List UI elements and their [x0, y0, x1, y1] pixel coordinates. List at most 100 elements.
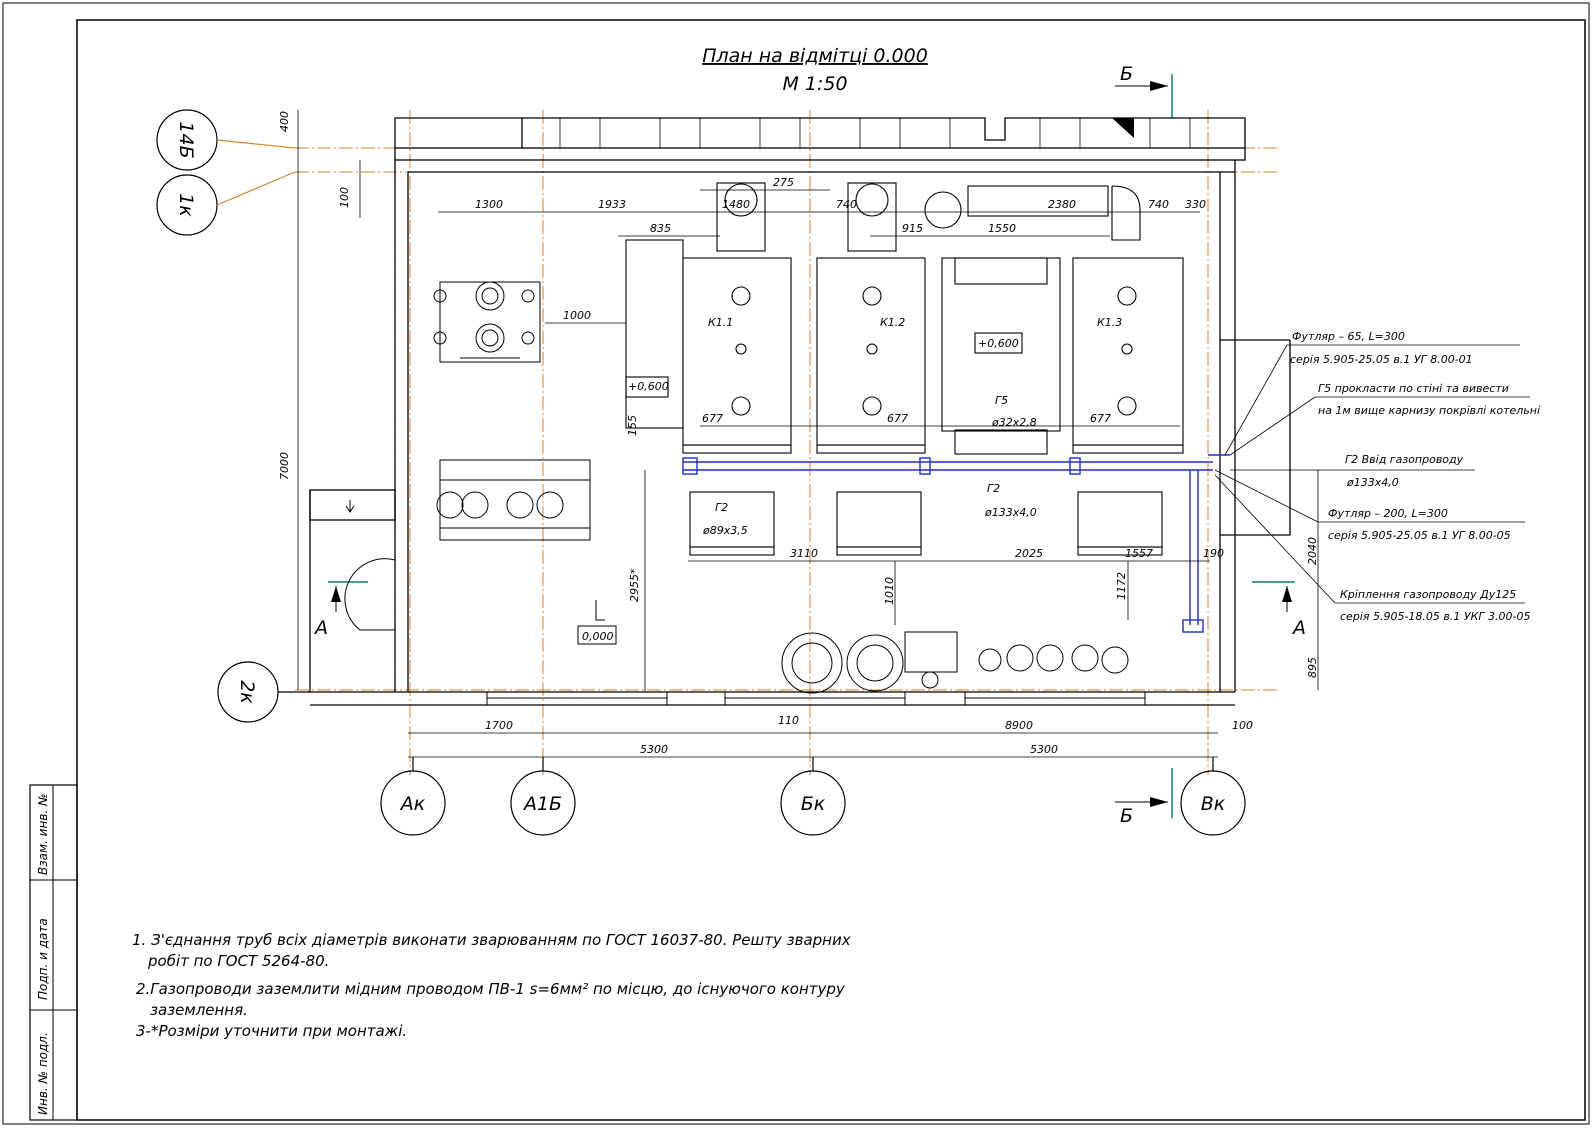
callout-3a: Г2 Ввід газопроводу [1345, 453, 1464, 466]
grid-axis-lines [295, 110, 1280, 775]
callout-2a: Г5 прокласти по стіні та вивести [1318, 382, 1509, 395]
note-3: 3-*Розміри уточнити при монтажі. [136, 1022, 407, 1040]
stamp-label-3: Инв. № подл. [36, 1032, 50, 1115]
dim-top-8: 835 [650, 222, 671, 235]
pump-group-upper [433, 281, 541, 363]
pipe-g5-label: Г5 [995, 394, 1008, 407]
callout-4b: серія 5.905-25.05 в.1 УГ 8.00-05 [1328, 529, 1511, 542]
entrance-door [344, 500, 396, 631]
callout-2b: на 1м вище карнизу покрівлі котельні [1318, 404, 1540, 417]
dim-mid-5: 1172 [1115, 572, 1128, 600]
boiler-k1-3 [1072, 185, 1184, 556]
axis-bubble-1k: 1к [175, 193, 197, 217]
note-1a: 1. З'єднання труб всіх діаметрів виконат… [132, 931, 851, 949]
dim-bot-3: 100 [1232, 719, 1253, 732]
dim-bot-4: 5300 [640, 743, 668, 756]
callout-texts: Футляр – 65, L=300 серія 5.905-25.05 в.1… [1290, 330, 1540, 623]
callout-5a: Кріплення газопроводу Ду125 [1340, 588, 1516, 601]
general-notes: 1. З'єднання труб всіх діаметрів виконат… [132, 931, 851, 1040]
boiler-k1-3-label: К1.3 [1097, 316, 1122, 329]
section-a-label-right: А [1291, 617, 1306, 639]
dim-boiler-2: 677 [1090, 412, 1111, 425]
dim-bot-5: 5300 [1030, 743, 1058, 756]
section-mark-b-bottom: Б [1115, 768, 1173, 827]
section-a-label-left: А [313, 617, 328, 639]
axis-bubble-2k: 2к [236, 680, 258, 704]
dim-boiler-1: 677 [887, 412, 908, 425]
callout-1a: Футляр – 65, L=300 [1292, 330, 1405, 343]
section-mark-a-right: А [1252, 581, 1306, 639]
dim-bot-0: 1700 [485, 719, 513, 732]
section-mark-a-left: А [313, 581, 368, 639]
dim-mid-3: 190 [1203, 547, 1224, 560]
dimension-labels: 1300 1933 275 1480 740 2380 740 330 835 … [278, 111, 1319, 756]
note-2a: 2.Газопроводи заземлити мідним проводом … [136, 980, 846, 998]
side-stamp: Взам. инв. № Подп. и дата Инв. № подл. [29, 784, 78, 1121]
dim-mid-2: 1557 [1125, 547, 1153, 560]
dim-top-2: 275 [773, 176, 794, 189]
dim-top-7: 330 [1185, 198, 1206, 211]
axis-bubble-bk: Бк [801, 793, 826, 815]
dim-top-1: 1933 [598, 198, 626, 211]
pipe-g2b-size: ø133х4,0 [984, 506, 1037, 519]
pipe-g5-size: ø32х2,8 [991, 416, 1037, 429]
dim-vert-4: 2040 [1306, 537, 1319, 565]
roof-ticks [559, 118, 1191, 148]
boiler-k1-2 [816, 182, 926, 556]
windows [486, 691, 1146, 706]
axis-bubble-vk: Вк [1201, 793, 1226, 815]
dim-vert-1: 100 [338, 187, 351, 208]
dim-boiler-0: 677 [702, 412, 723, 425]
callout-3b: ø133х4,0 [1346, 476, 1399, 489]
plan-scale: М 1:50 [782, 73, 847, 95]
stamp-label-2: Подп. и дата [36, 918, 50, 1000]
dim-top-3: 1480 [722, 198, 750, 211]
roof-marker [1112, 118, 1134, 138]
section-b-label-top: Б [1120, 63, 1133, 85]
dim-top-10: 1550 [988, 222, 1016, 235]
callout-4a: Футляр – 200, L=300 [1328, 507, 1448, 520]
pipe-g2a-label: Г2 [715, 501, 728, 514]
section-b-label-bottom: Б [1120, 805, 1133, 827]
dim-vert-5: 895 [1306, 657, 1319, 678]
dim-vert-3: 2955* [628, 568, 641, 602]
note-2b: заземлення. [150, 1001, 248, 1019]
pipe-g2a-size: ø89х3,5 [702, 524, 748, 537]
axis-bubble-ak: Ак [399, 793, 426, 815]
dim-boiler-3: 155 [626, 415, 639, 436]
dim-top-6: 740 [1148, 198, 1169, 211]
boiler-k1-1 [625, 182, 792, 556]
level-mark-1: +0,600 [628, 380, 669, 393]
level-marker-zero: 0,000 [577, 600, 617, 645]
note-1b: робіт по ГОСТ 5264-80. [147, 952, 329, 970]
callout-5b: серія 5.905-18.05 в.1 УКГ 3.00-05 [1340, 610, 1531, 623]
building-walls [309, 117, 1291, 706]
boiler-k1-1-label: К1.1 [708, 316, 733, 329]
level-mark-3: 0,000 [582, 630, 614, 643]
inner-frame [76, 19, 1586, 1121]
boiler-k1-2-label: К1.2 [880, 316, 905, 329]
level-mark-2: +0,600 [978, 337, 1019, 350]
central-unit [924, 185, 1109, 455]
dim-mid-6: 1000 [563, 309, 591, 322]
section-mark-b-top: Б [1115, 63, 1173, 118]
axis-bubble-14b: 14Б [175, 121, 197, 158]
dim-vert-2: 7000 [278, 452, 291, 480]
pump-group-lower [436, 459, 591, 541]
dim-vert-0: 400 [278, 111, 291, 132]
dim-mid-1: 2025 [1015, 547, 1043, 560]
gas-pipeline [682, 454, 1230, 633]
dim-mid-0: 3110 [790, 547, 818, 560]
dim-top-5: 2380 [1048, 198, 1076, 211]
dim-bot-1: 110 [778, 714, 799, 727]
dim-top-0: 1300 [475, 198, 503, 211]
tanks-row [781, 631, 1129, 694]
plan-title: План на відмітці 0.000 [702, 45, 928, 67]
pipe-g2b-label: Г2 [987, 482, 1000, 495]
stamp-label-1: Взам. инв. № [36, 794, 50, 875]
callout-1b: серія 5.905-25.05 в.1 УГ 8.00-01 [1290, 353, 1473, 366]
dim-top-9: 915 [902, 222, 923, 235]
